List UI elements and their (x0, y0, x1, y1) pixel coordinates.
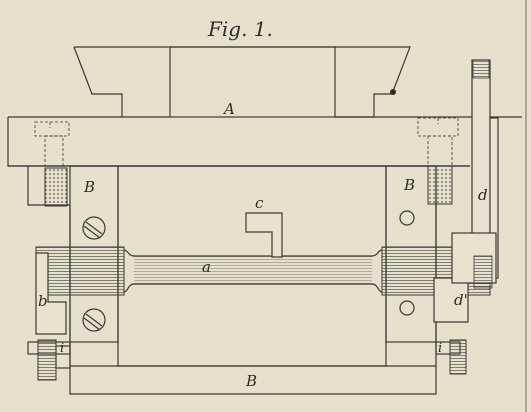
label-i-left: i (60, 341, 64, 356)
shaft-a (35, 246, 491, 296)
label-B-bottom: B (245, 372, 257, 390)
right-thumb-screw-i (435, 339, 467, 375)
plate-band (7, 117, 470, 167)
label-a: a (202, 258, 211, 276)
label-d-prime: d' (454, 291, 468, 309)
part-b-lever (35, 252, 67, 335)
label-c: c (255, 194, 264, 212)
part-d-vertical-bar (451, 59, 499, 289)
block-A (169, 46, 336, 118)
label-A: A (222, 100, 235, 118)
left-upper-screw-head (82, 216, 106, 240)
label-b: b (38, 292, 48, 310)
left-lower-screw-head (82, 308, 106, 332)
left-thumb-screw-i (27, 339, 71, 381)
tool-holder-trapezoid (73, 46, 411, 118)
figure-title: Fig. 1. (207, 17, 273, 41)
left-knurled-nut (44, 167, 68, 207)
right-upper-screw (399, 210, 415, 226)
left-screw-socket (34, 121, 70, 167)
label-d: d (478, 186, 488, 204)
right-knurled-nut (427, 165, 453, 205)
right-lower-screw (399, 300, 415, 316)
label-B-left: B (83, 178, 95, 196)
label-B-right: B (403, 176, 415, 194)
dark-spot (390, 89, 396, 95)
label-i-right: i (438, 341, 442, 356)
part-c-hook (245, 212, 283, 258)
right-screw-socket (417, 117, 459, 167)
